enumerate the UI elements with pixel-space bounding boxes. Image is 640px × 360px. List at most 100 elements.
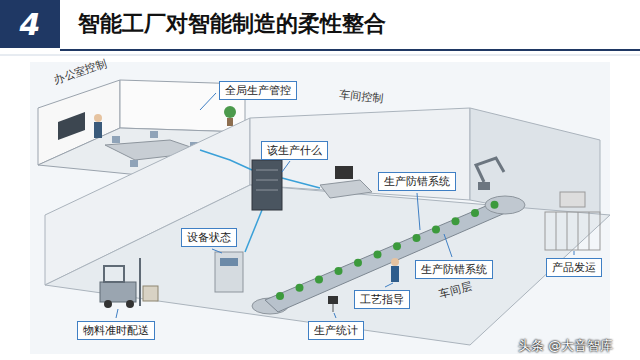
product-plant <box>452 217 460 225</box>
robot-arm <box>476 158 504 182</box>
node-text: 该生产什么 <box>267 144 322 157</box>
callout-box: 物料准时配送 <box>77 321 155 340</box>
shipping-fence <box>545 192 600 250</box>
product-plant <box>354 259 362 267</box>
node-text: 物料准时配送 <box>83 324 149 337</box>
server-rack <box>256 170 278 171</box>
callout-box: 全局生产管控 <box>219 81 297 100</box>
control-desk <box>320 166 372 198</box>
worker <box>391 258 399 282</box>
statistics-terminal <box>328 296 338 312</box>
shipping-fence <box>589 212 590 250</box>
office-room <box>94 114 102 122</box>
statistics-terminal <box>328 296 338 304</box>
server-rack <box>256 190 278 191</box>
factory-floor <box>470 108 600 225</box>
leader-line <box>212 249 222 253</box>
forklift <box>104 266 124 282</box>
leader-line <box>444 234 452 257</box>
shipping-fence <box>545 212 600 250</box>
forklift <box>100 282 136 302</box>
product-plant <box>276 292 284 300</box>
leader-line <box>385 283 393 287</box>
shipping-fence <box>560 192 585 207</box>
node-text: 产品发运 <box>552 261 596 274</box>
background-panel <box>30 62 610 354</box>
product-plant <box>374 251 382 259</box>
forklift <box>126 300 134 308</box>
server-rack <box>256 180 278 181</box>
shipping-fence <box>567 212 568 250</box>
robot-arm <box>476 158 504 190</box>
equipment-cabinet <box>220 258 238 266</box>
node-text: 工艺指导 <box>360 293 404 306</box>
section-number: 4 <box>0 0 60 48</box>
equipment-cabinet <box>215 252 243 292</box>
conveyor <box>252 196 525 314</box>
office-room <box>112 136 120 143</box>
background-panel <box>30 62 610 354</box>
product-plant <box>413 234 421 242</box>
server-rack <box>252 160 282 210</box>
header-rule <box>60 49 640 51</box>
forklift <box>143 286 158 301</box>
node-text: 4 <box>20 7 41 42</box>
control-desk <box>335 166 353 179</box>
office-room <box>150 131 158 138</box>
office-room <box>224 106 236 118</box>
leader-line <box>334 313 336 318</box>
product-plant <box>393 242 401 250</box>
page-title: 智能工厂对智能制造的柔性整合 <box>78 10 386 38</box>
callout-box: 设备状态 <box>181 228 237 247</box>
robot-arm <box>478 182 490 190</box>
network-cable <box>245 210 262 252</box>
callout-box: 生产防错系统 <box>378 172 456 191</box>
leader-line <box>282 161 290 172</box>
office-room <box>227 118 233 126</box>
product-plant <box>276 201 499 300</box>
product-plant <box>315 275 323 283</box>
node-text: 设备状态 <box>187 231 231 244</box>
product-plant <box>432 226 440 234</box>
product-plant <box>335 267 343 275</box>
leader-line <box>574 251 575 255</box>
forklift <box>139 258 141 306</box>
leader-line <box>116 93 574 318</box>
network-cable <box>282 178 320 188</box>
conveyor <box>265 200 512 312</box>
node-text: 生产防错系统 <box>421 263 487 276</box>
node-text: 生产防错系统 <box>384 175 450 188</box>
factory-floor <box>250 108 470 200</box>
callout-box: 工艺指导 <box>354 290 410 309</box>
equipment-cabinet <box>215 252 243 292</box>
conveyor <box>485 196 525 214</box>
callout-box: 该生产什么 <box>261 141 328 160</box>
callout-box: 产品发运 <box>546 258 602 277</box>
control-desk <box>320 180 372 198</box>
office-room <box>130 160 138 167</box>
callout-box: 生产统计 <box>308 321 364 340</box>
leader-line <box>200 93 216 110</box>
header-rule <box>0 50 640 55</box>
statistics-terminal <box>333 304 334 312</box>
leader-line <box>417 193 420 230</box>
leader-line <box>116 309 118 318</box>
factory-floor <box>45 185 610 345</box>
forklift <box>100 258 158 308</box>
worker <box>391 266 399 282</box>
office-room <box>58 112 85 140</box>
network-cable <box>200 150 252 170</box>
callout-box: 生产防错系统 <box>415 260 493 279</box>
product-plant <box>296 284 304 292</box>
forklift <box>104 300 112 308</box>
office-room <box>94 122 102 138</box>
shipping-fence <box>578 212 579 250</box>
header-rule <box>0 55 640 56</box>
worker <box>391 258 399 266</box>
product-plant <box>491 201 499 209</box>
node-text: 全局生产管控 <box>225 84 291 97</box>
server-rack <box>252 160 282 210</box>
shipping-fence <box>556 212 557 250</box>
